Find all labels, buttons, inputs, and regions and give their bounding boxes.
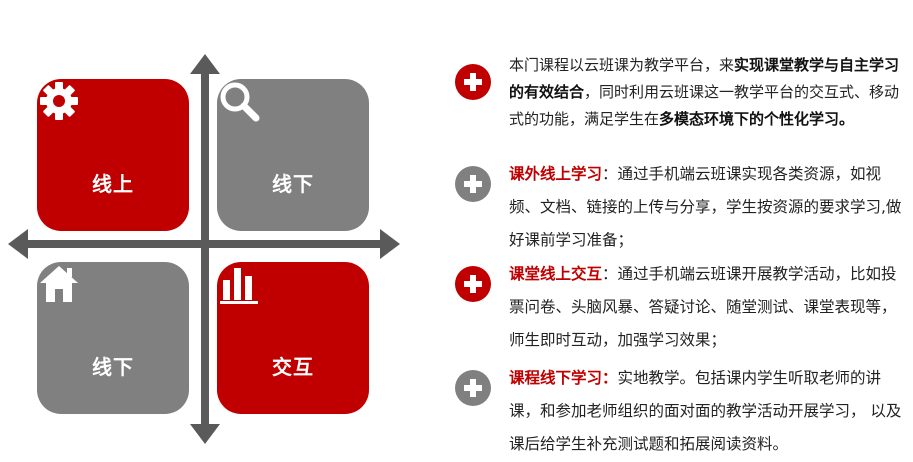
list-item: 课堂线上交互：通过手机端云班课开展教学活动，比如投票问卷、头脑风暴、答疑讨论、随…: [455, 258, 907, 357]
axes: [8, 54, 400, 444]
item-body: 实地教学。包括课内学生听取老师的讲课，和参加老师组织的面对面的教学活动开展学习，…: [509, 369, 902, 453]
item-text-part: 本门课程以云班课为教学平台，来: [509, 56, 735, 74]
item-body: 通过手机端云班课开展教学活动，比如投票问卷、头脑风暴、答疑讨论、随堂测试、课堂表…: [509, 265, 897, 349]
item-title: 课堂线上交互: [509, 265, 603, 283]
item-text-part: ，同时利用云班课这一教学平台的交互式、移动式的功能，满足学生在: [509, 83, 900, 128]
item-text: 课程线下学习：实地教学。包括课内学生听取老师的讲课，和参加老师组织的面对面的教学…: [509, 362, 907, 461]
plus-icon: [455, 266, 491, 302]
arrow-right-icon: [380, 229, 400, 259]
item-text: 本门课程以云班课为教学平台，来实现课堂教学与自主学习的有效结合，同时利用云班课这…: [509, 52, 907, 133]
arrow-up-icon: [190, 54, 220, 74]
plus-icon: [455, 64, 491, 100]
bar-chart-icon: [220, 268, 315, 341]
item-text-emphasis: 实现课堂教学与自主学习的有效结合: [509, 56, 900, 101]
list-item: 本门课程以云班课为教学平台，来实现课堂教学与自主学习的有效结合，同时利用云班课这…: [455, 52, 907, 133]
horizontal-axis: [26, 240, 382, 248]
item-title: 课外线上学习: [509, 165, 603, 183]
gear-icon: [40, 82, 135, 158]
plus-icon: [455, 166, 491, 202]
list-item: 课外线上学习：通过手机端云班课实现各类资源，如视频、文档、链接的上传与分享，学生…: [455, 158, 907, 257]
item-text: 课堂线上交互：通过手机端云班课开展教学活动，比如投票问卷、头脑风暴、答疑讨论、随…: [509, 258, 907, 357]
item-title: 课程线下学习：: [509, 369, 618, 387]
quadrant-label: 交互: [272, 354, 314, 379]
quadrant-label: 线下: [92, 354, 134, 379]
item-body: 通过手机端云班课实现各类资源，如视频、文档、链接的上传与分享，学生按资源的要求学…: [509, 165, 902, 249]
quadrant-offline-home: 线下: [37, 262, 189, 414]
arrow-down-icon: [190, 424, 220, 444]
quadrant-offline: 线下: [217, 79, 369, 231]
plus-icon: [455, 370, 491, 406]
arrow-left-icon: [8, 229, 28, 259]
home-icon: [40, 266, 135, 341]
search-icon: [220, 82, 315, 158]
item-separator: ：: [602, 165, 618, 183]
list-item: 课程线下学习：实地教学。包括课内学生听取老师的讲课，和参加老师组织的面对面的教学…: [455, 362, 907, 461]
item-text-emphasis: 多模态环境下的个性化学习。: [659, 110, 855, 128]
quadrant-label: 线下: [272, 171, 314, 196]
vertical-axis: [201, 72, 209, 426]
item-text: 课外线上学习：通过手机端云班课实现各类资源，如视频、文档、链接的上传与分享，学生…: [509, 158, 907, 257]
item-separator: ：: [602, 265, 618, 283]
quadrant-diagram: 线上 线下 线下 交互: [0, 0, 420, 462]
quadrant-online: 线上: [37, 79, 189, 231]
quadrant-interaction: 交互: [217, 262, 369, 414]
quadrant-label: 线上: [92, 171, 134, 196]
